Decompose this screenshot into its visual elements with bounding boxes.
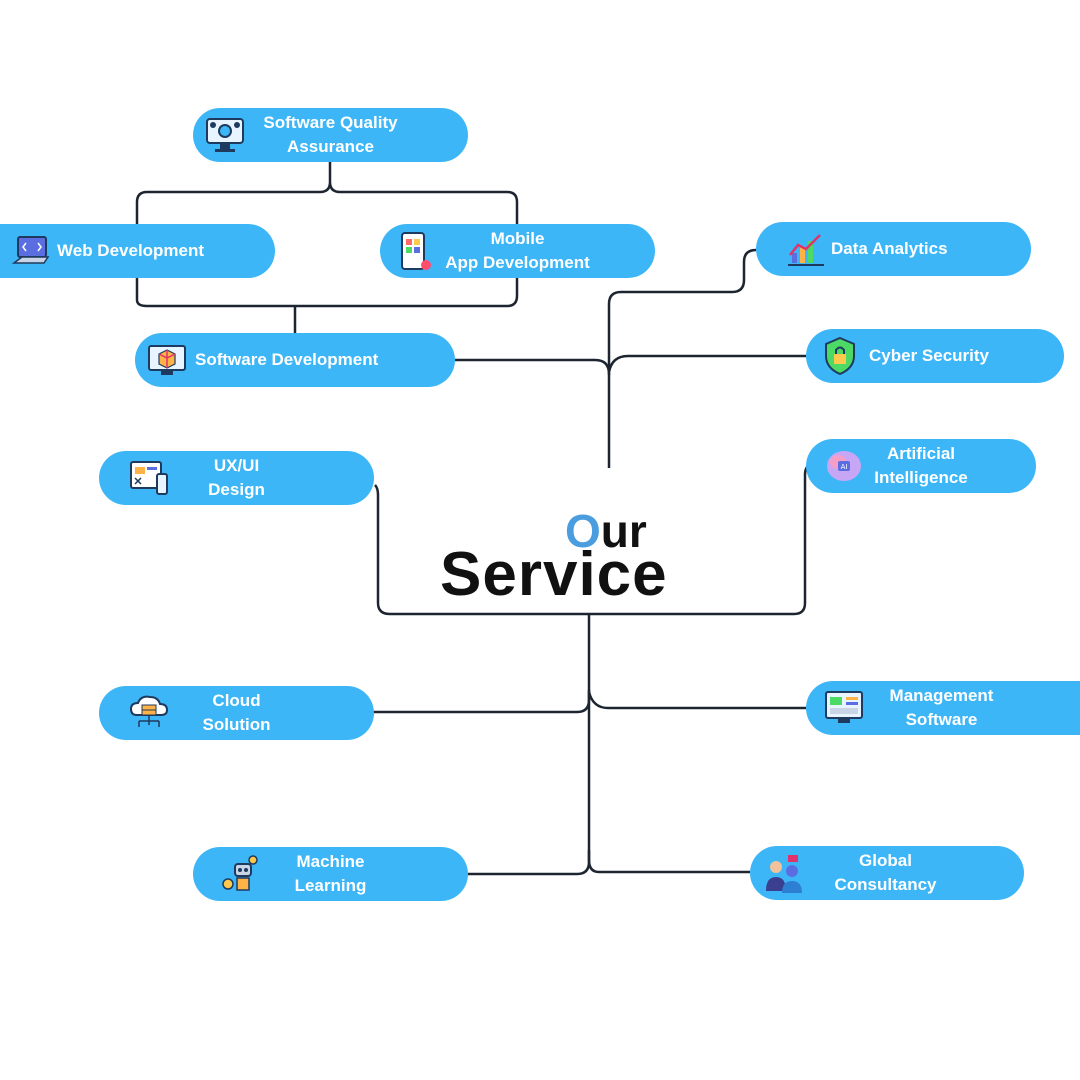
cloud-server-icon bbox=[129, 695, 169, 727]
label-line2: Intelligence bbox=[874, 468, 968, 487]
consultants-icon bbox=[766, 855, 802, 893]
service-ux-ui-design[interactable]: UX/UI Design bbox=[99, 451, 374, 505]
label-line1: Data Analytics bbox=[831, 239, 948, 258]
service-cloud-solution[interactable]: Cloud Solution bbox=[99, 686, 374, 740]
label-line1: Cyber Security bbox=[869, 346, 989, 365]
label-line2: Learning bbox=[294, 876, 367, 895]
shield-lock-icon bbox=[825, 336, 855, 376]
label-line2: Consultancy bbox=[834, 875, 937, 894]
service-data-analytics[interactable]: Data Analytics bbox=[756, 222, 1031, 276]
label-line1: Software Quality bbox=[263, 113, 398, 132]
dashboard-screen-icon bbox=[825, 691, 863, 723]
laptop-code-icon bbox=[11, 236, 50, 264]
service-artificial-intelligence[interactable]: AI Artificial Intelligence bbox=[806, 439, 1036, 493]
connector-cloud bbox=[373, 690, 591, 714]
service-cyber-security[interactable]: Cyber Security bbox=[806, 329, 1064, 383]
label-line2: Design bbox=[208, 480, 265, 499]
title-letter-o: O bbox=[565, 505, 601, 557]
service-mobile-app-development[interactable]: Mobile App Development bbox=[380, 224, 655, 278]
robot-gear-icon bbox=[222, 855, 258, 891]
service-software-development[interactable]: Software Development bbox=[135, 333, 455, 387]
label-line1: Management bbox=[889, 686, 994, 705]
label-line1: Mobile bbox=[490, 229, 545, 248]
connector-ml bbox=[468, 850, 591, 876]
mobile-app-icon bbox=[401, 232, 431, 270]
label-line2: App Development bbox=[445, 253, 590, 272]
connector-softdev bbox=[455, 358, 611, 468]
title-our: Our bbox=[565, 504, 647, 558]
title-service: Service bbox=[440, 540, 668, 609]
service-management-software[interactable]: Management Software bbox=[806, 681, 1080, 735]
label-line1: Machine bbox=[296, 852, 365, 871]
connector-data bbox=[607, 248, 757, 375]
ai-brain-icon: AI bbox=[827, 451, 861, 481]
label-line1: Web Development bbox=[57, 241, 205, 260]
label-line1: UX/UI bbox=[213, 456, 260, 475]
connector-trunk bbox=[587, 614, 750, 874]
monitor-gear-icon bbox=[206, 118, 244, 152]
label-line1: Software Development bbox=[195, 350, 379, 369]
service-global-consultancy[interactable]: Global Consultancy bbox=[750, 846, 1024, 900]
label-line1: Global bbox=[859, 851, 912, 870]
service-software-quality-assurance[interactable]: Software Quality Assurance bbox=[193, 108, 468, 162]
connector-center-frame bbox=[374, 463, 813, 616]
label-line1: Artificial bbox=[886, 444, 956, 463]
connector-sqa bbox=[135, 162, 519, 308]
label-line2: Assurance bbox=[287, 137, 374, 156]
service-web-development[interactable]: Web Development bbox=[0, 224, 275, 278]
monitor-cube-icon bbox=[148, 345, 186, 375]
title-ur: ur bbox=[600, 505, 647, 557]
service-machine-learning[interactable]: Machine Learning bbox=[193, 847, 468, 901]
connector-cyber bbox=[607, 354, 806, 373]
label-line2: Solution bbox=[202, 715, 271, 734]
wireframe-icon bbox=[130, 461, 168, 495]
svg-text:AI: AI bbox=[841, 463, 848, 471]
analytics-chart-icon bbox=[788, 234, 824, 266]
label-line2: Software bbox=[905, 710, 978, 729]
label-line1: Cloud bbox=[212, 691, 261, 710]
connector-mgmt bbox=[587, 691, 806, 710]
